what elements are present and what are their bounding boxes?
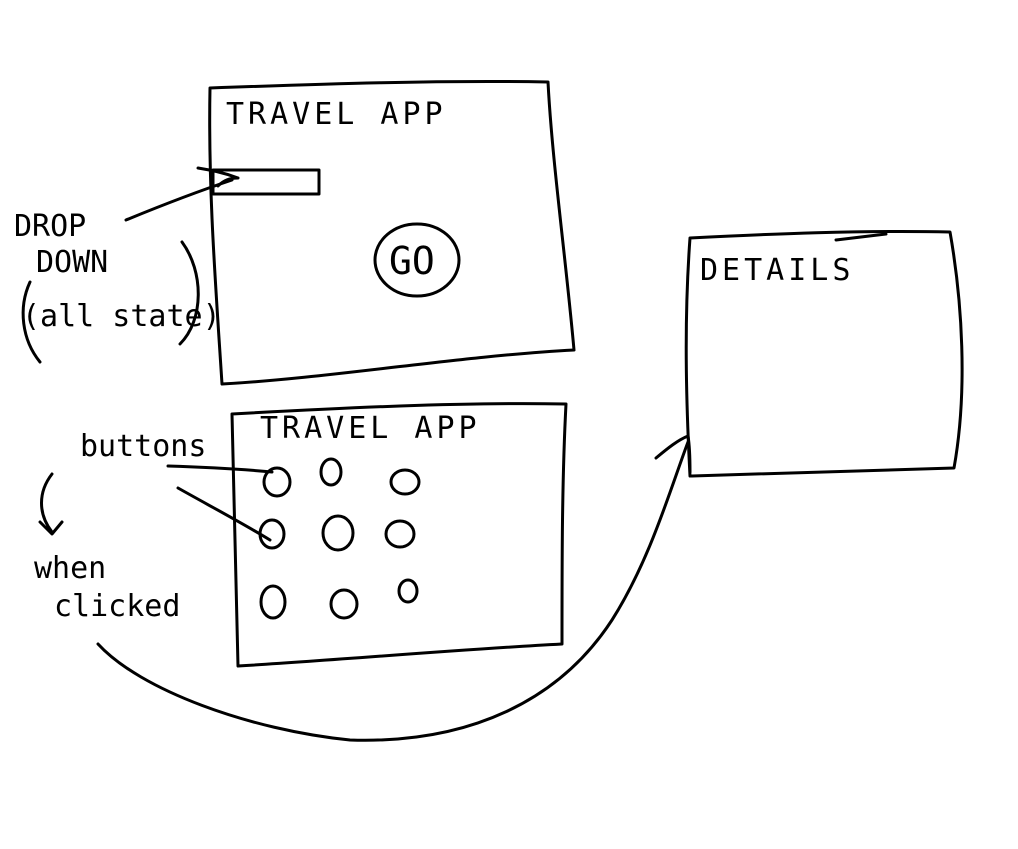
navigation-flow-arrow bbox=[96, 440, 690, 742]
dropdown-note-line3: (all state) bbox=[22, 299, 221, 334]
dropdown-leader-line bbox=[124, 178, 234, 222]
navigation-flow-arrowhead bbox=[654, 434, 692, 474]
screen-home: TRAVEL APP GO bbox=[196, 79, 576, 386]
dropdown-paren-right bbox=[178, 240, 200, 346]
go-button[interactable] bbox=[373, 222, 461, 298]
grid-button-1[interactable] bbox=[262, 466, 292, 498]
grid-button-4[interactable] bbox=[258, 518, 286, 550]
clicked-note: clicked bbox=[54, 589, 180, 624]
screen-home-frame bbox=[208, 79, 576, 386]
buttons-leader-top bbox=[166, 464, 274, 474]
go-button-label: GO bbox=[389, 239, 435, 283]
grid-button-8[interactable] bbox=[329, 588, 359, 620]
dropdown-paren-left bbox=[21, 280, 42, 364]
dropdown-annotation: DROP DOWN (all state) bbox=[14, 178, 234, 364]
screen-grid: TRAVEL APP bbox=[230, 402, 568, 668]
dropdown-note-line2: DOWN bbox=[36, 245, 108, 280]
screen-home-title: TRAVEL APP bbox=[226, 97, 447, 132]
grid-button-6[interactable] bbox=[384, 519, 416, 549]
buttons-leader-bottom bbox=[176, 486, 272, 542]
grid-button-3[interactable] bbox=[389, 468, 421, 496]
screen-grid-title: TRAVEL APP bbox=[260, 411, 481, 446]
when-note: when bbox=[34, 551, 106, 586]
grid-button-7[interactable] bbox=[259, 584, 287, 620]
buttons-annotation: buttons when clicked bbox=[34, 429, 274, 624]
screen-details-frame bbox=[684, 229, 964, 478]
details-title-underline bbox=[834, 232, 888, 242]
screen-details: DETAILS bbox=[684, 229, 964, 478]
screen-grid-frame bbox=[230, 402, 568, 668]
buttons-note: buttons bbox=[80, 429, 206, 464]
dropdown-field[interactable] bbox=[211, 168, 321, 196]
when-clicked-down-arrow bbox=[38, 472, 64, 536]
grid-button-5[interactable] bbox=[321, 514, 355, 552]
screen-details-title: DETAILS bbox=[700, 253, 854, 288]
dropdown-note-line1: DROP bbox=[14, 209, 86, 244]
grid-button-9[interactable] bbox=[397, 578, 419, 604]
grid-button-2[interactable] bbox=[319, 457, 343, 487]
